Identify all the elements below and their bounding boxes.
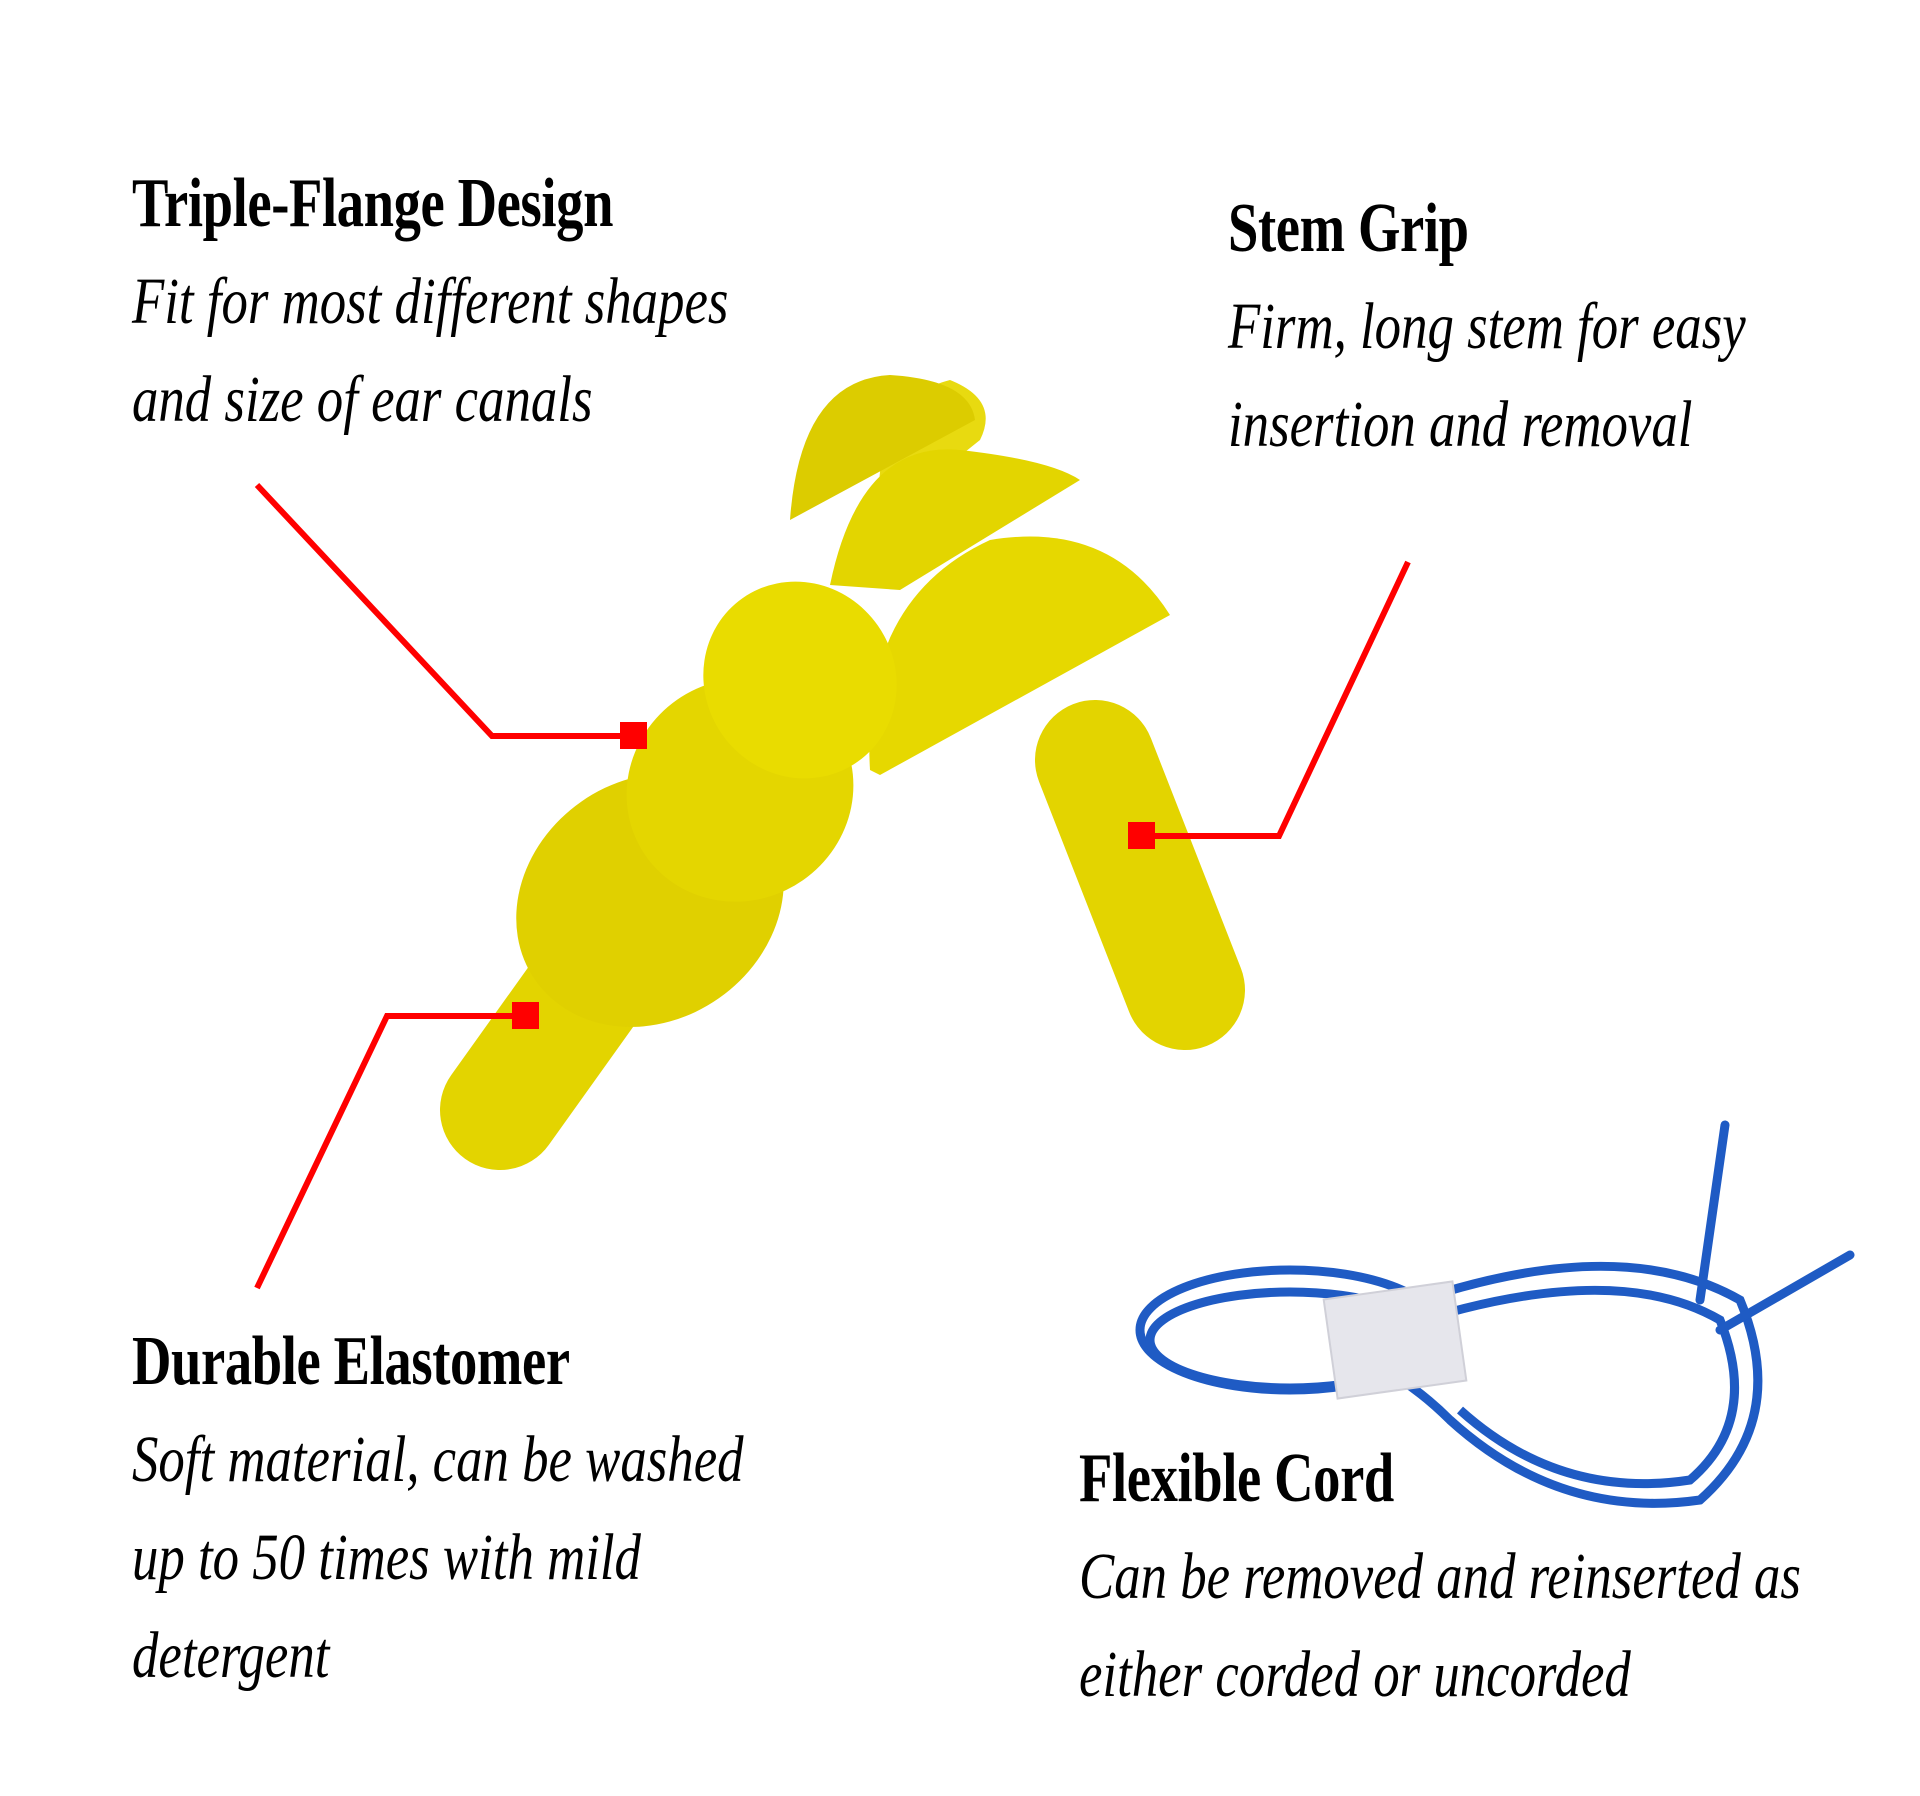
feature-description: Soft material, can be washed xyxy=(132,1423,744,1496)
feature-description: insertion and removal xyxy=(1228,388,1693,461)
right-earplug xyxy=(790,375,1245,1050)
feature-title: Durable Elastomer xyxy=(132,1323,570,1400)
feature-description: and size of ear canals xyxy=(132,363,593,436)
feature-description: detergent xyxy=(132,1619,330,1692)
callout-durable-elastomer xyxy=(254,1002,539,1290)
feature-description: Can be removed and reinserted as xyxy=(1079,1540,1801,1613)
feature-description: up to 50 times with mild xyxy=(132,1521,641,1594)
feature-description: Firm, long stem for easy xyxy=(1228,290,1746,363)
feature-description: either corded or uncorded xyxy=(1079,1638,1631,1711)
feature-title: Triple-Flange Design xyxy=(132,165,614,242)
feature-stem-grip: Stem Grip Firm, long stem for easy inser… xyxy=(1228,180,1875,474)
feature-durable-elastomer: Durable Elastomer Soft material, can be … xyxy=(132,1313,896,1705)
feature-flexible-cord: Flexible Cord Can be removed and reinser… xyxy=(1079,1430,1920,1724)
callout-stem-grip xyxy=(1128,560,1411,849)
callout-triple-flange xyxy=(254,482,647,749)
feature-title: Stem Grip xyxy=(1228,190,1469,267)
feature-triple-flange: Triple-Flange Design Fit for most differ… xyxy=(132,155,878,449)
feature-title: Flexible Cord xyxy=(1079,1440,1394,1517)
left-earplug xyxy=(440,581,897,1170)
feature-description: Fit for most different shapes xyxy=(132,265,729,338)
cord xyxy=(1135,1120,1855,1508)
